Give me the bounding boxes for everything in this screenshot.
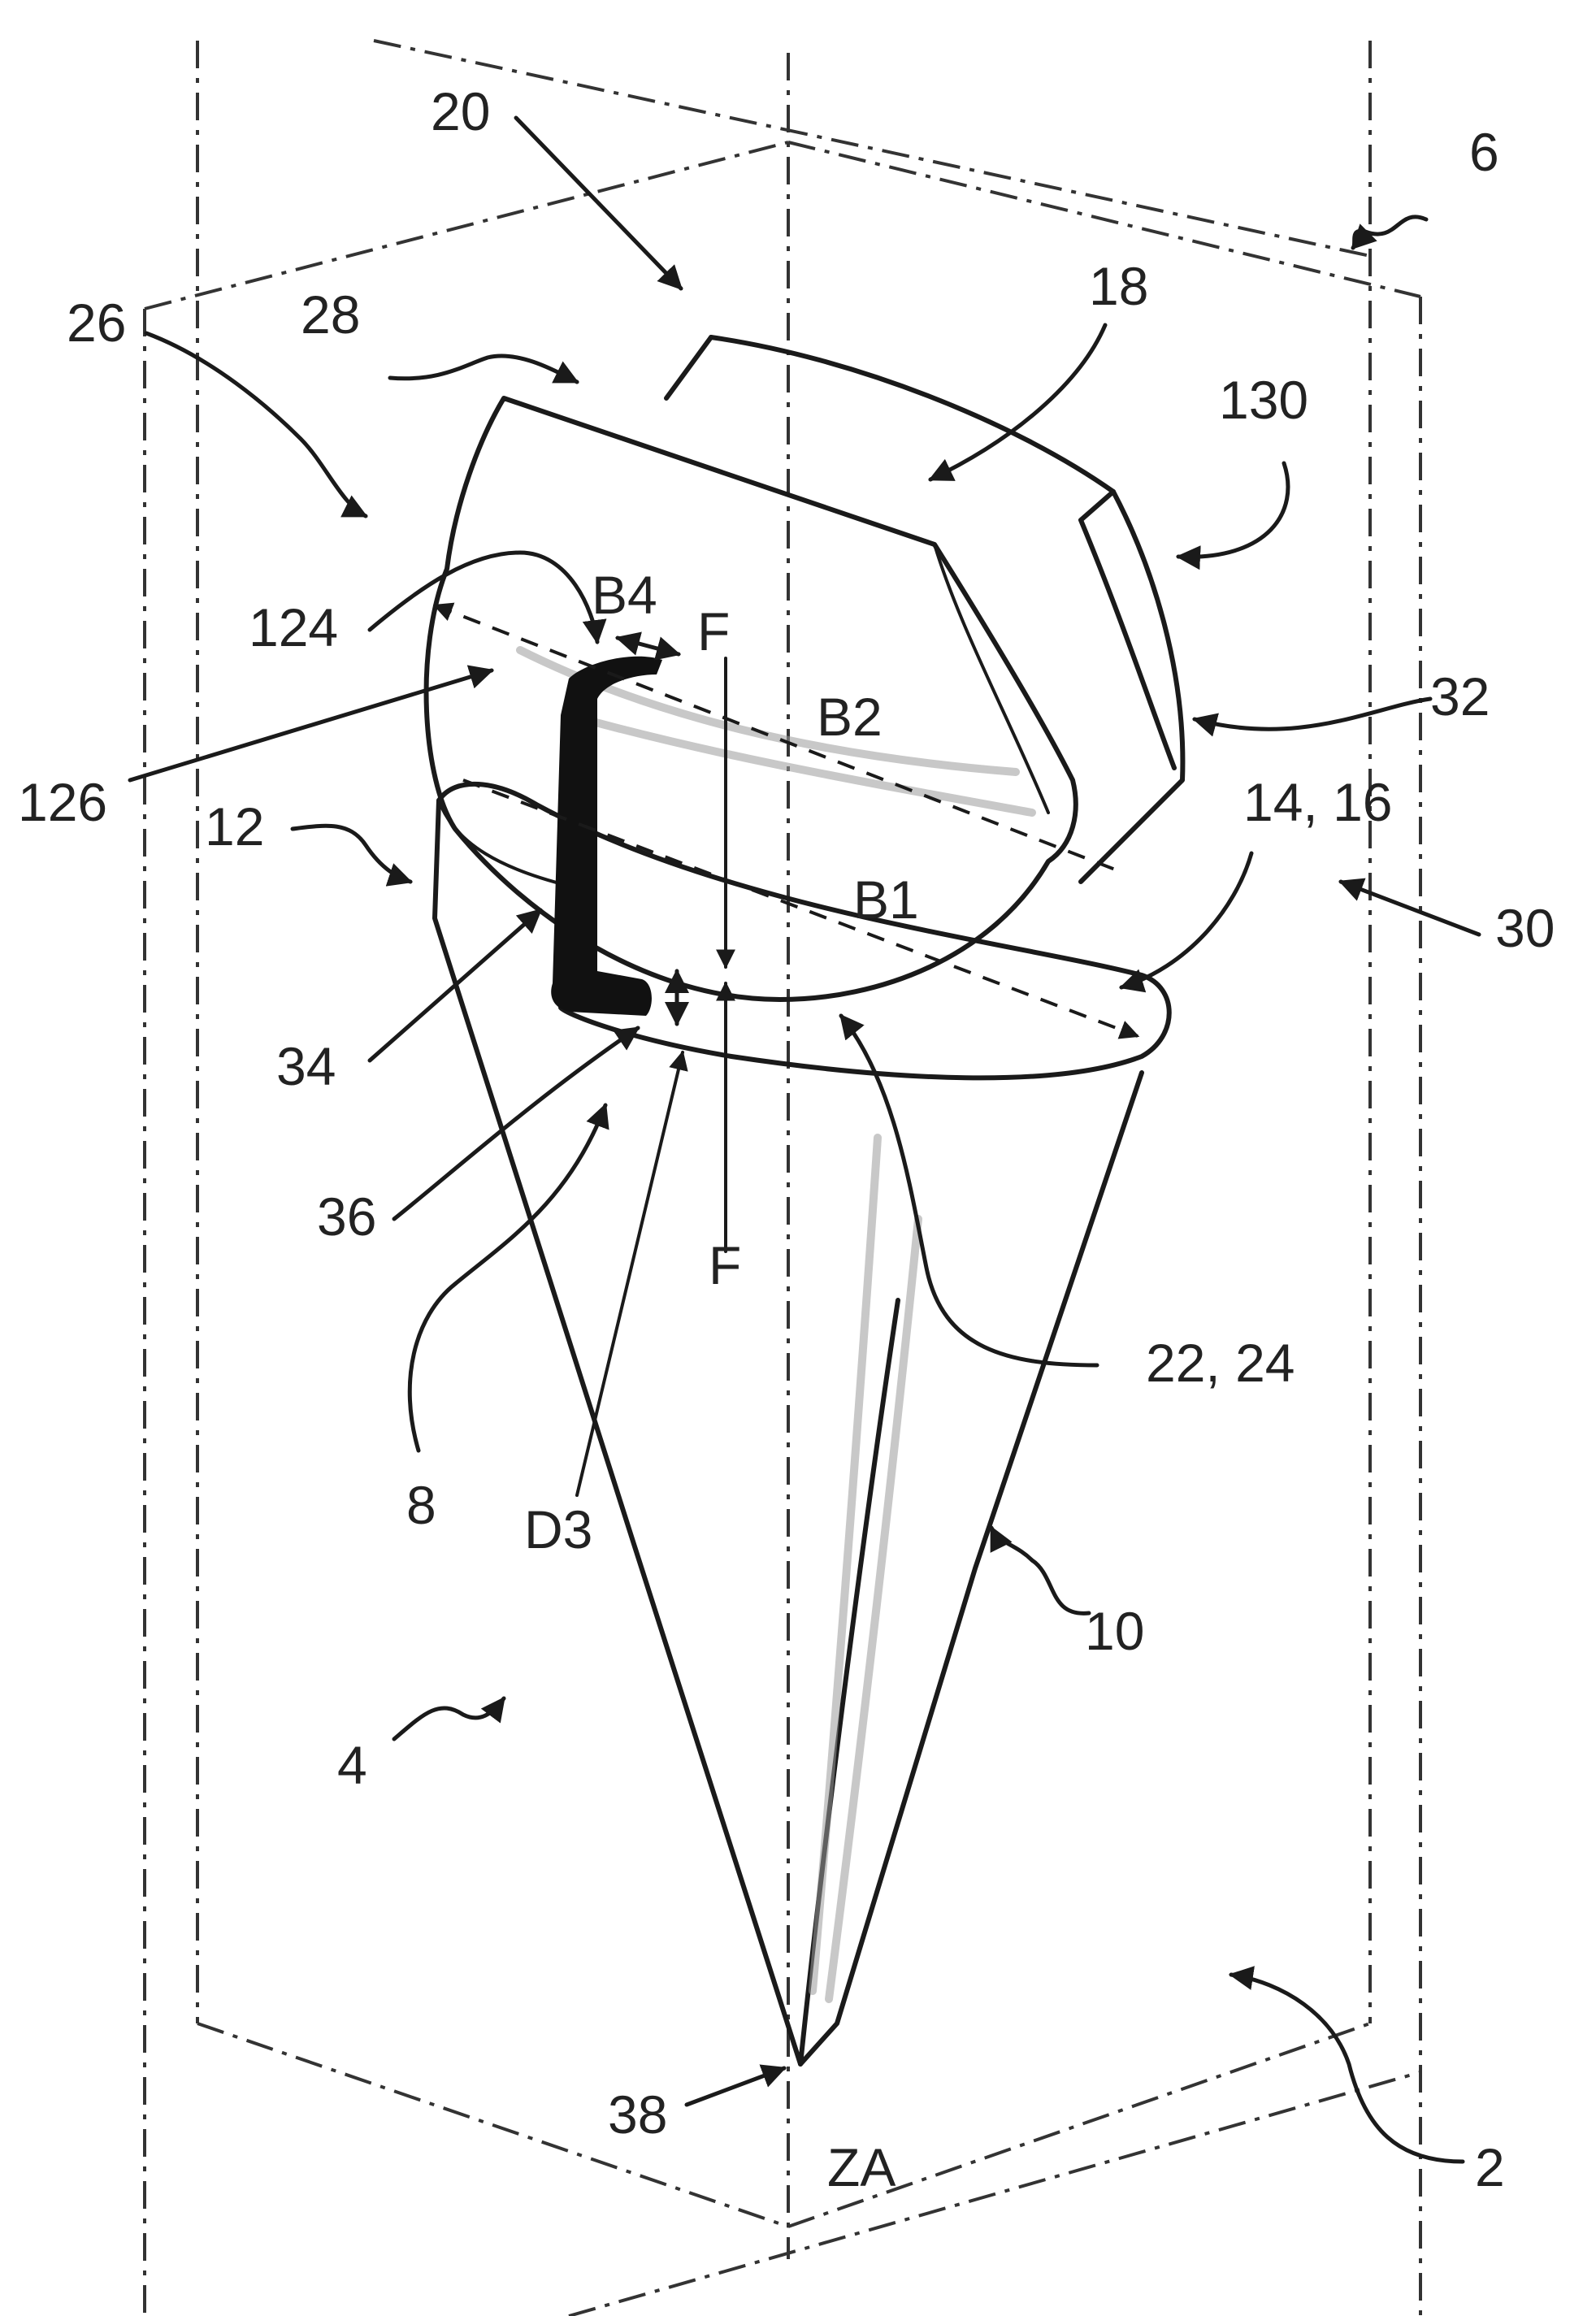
label-D3: D3 <box>524 1499 592 1559</box>
label-B1: B1 <box>853 870 919 930</box>
label-F-top: F <box>697 601 730 661</box>
label-8: 8 <box>406 1475 436 1535</box>
label-B2: B2 <box>817 687 883 747</box>
label-26: 26 <box>67 293 126 353</box>
reference-labels: 20 6 18 26 28 130 124 B4 F 32 B2 126 12 … <box>18 81 1555 2197</box>
label-18: 18 <box>1089 256 1148 316</box>
label-22-24: 22, 24 <box>1146 1333 1295 1393</box>
label-38: 38 <box>608 2084 667 2145</box>
tibial-stem <box>432 798 1144 2067</box>
leader-lines <box>128 115 1481 2164</box>
label-2: 2 <box>1475 2137 1505 2197</box>
stop-element <box>551 656 662 1016</box>
label-6: 6 <box>1469 122 1499 182</box>
label-20: 20 <box>431 81 490 141</box>
label-32: 32 <box>1430 666 1490 726</box>
label-36: 36 <box>317 1186 376 1247</box>
label-F-bottom: F <box>709 1235 741 1295</box>
label-124: 124 <box>249 597 338 657</box>
tibial-plateau <box>436 781 1172 1081</box>
dimension-lines <box>432 602 1140 1497</box>
label-ZA: ZA <box>827 2137 896 2197</box>
label-B4: B4 <box>592 565 657 625</box>
label-130: 130 <box>1219 370 1308 430</box>
label-126: 126 <box>18 772 107 832</box>
label-4: 4 <box>337 1735 367 1795</box>
femoral-component <box>423 335 1186 1002</box>
bounding-frame <box>143 39 1422 2316</box>
label-30: 30 <box>1495 898 1555 958</box>
label-14-16: 14, 16 <box>1243 772 1393 832</box>
label-12: 12 <box>205 796 264 857</box>
label-28: 28 <box>301 284 360 345</box>
label-34: 34 <box>276 1036 336 1096</box>
label-10: 10 <box>1085 1601 1144 1661</box>
